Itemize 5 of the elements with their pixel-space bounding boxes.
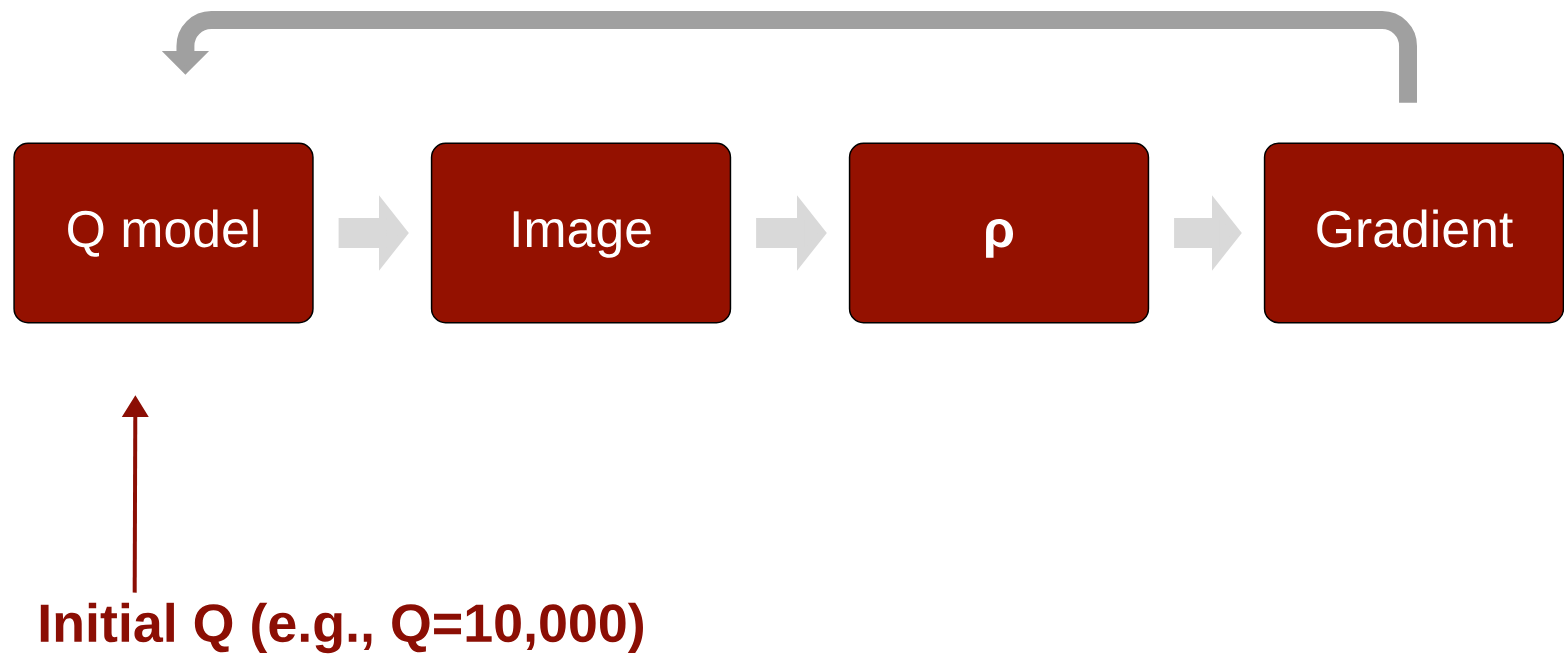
process-box: Q model	[13, 142, 314, 324]
process-box: Image	[430, 142, 732, 324]
input-label: Initial Q (e.g., Q=10,000)	[40, 602, 643, 654]
process-box: ρ	[848, 142, 1150, 324]
process-box: Gradient	[1263, 142, 1564, 324]
